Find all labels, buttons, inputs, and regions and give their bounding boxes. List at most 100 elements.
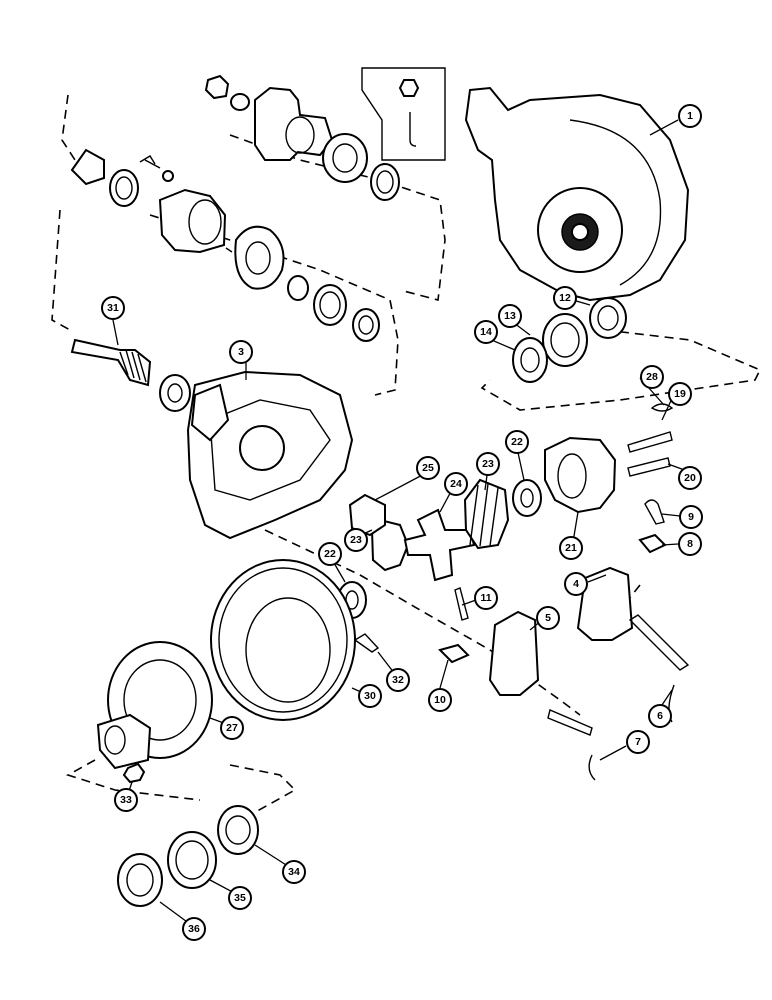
callout-label: 6 xyxy=(657,710,663,722)
callout-label: 12 xyxy=(559,292,571,304)
case-nut-33 xyxy=(122,762,146,784)
pinion-pilot-bearing xyxy=(159,374,191,412)
spacer-ring xyxy=(287,275,309,301)
lock-pin-11 xyxy=(454,587,469,621)
cap-bolt-6-upper xyxy=(628,614,690,671)
callout-31: 31 xyxy=(101,296,125,320)
callout-label: 35 xyxy=(234,892,246,904)
yoke-nut xyxy=(204,74,230,100)
drive-pinion-gear-teeth xyxy=(119,349,147,383)
callout-label: 33 xyxy=(120,794,132,806)
callout-32: 32 xyxy=(386,668,410,692)
differential-case-half xyxy=(544,436,617,514)
pinion-bearing-cone xyxy=(352,308,380,342)
bearing-cage-bore xyxy=(188,199,222,245)
pinion-gear-25 xyxy=(348,493,386,537)
case-flange-hub xyxy=(96,713,152,770)
side-bearing-cone-inner xyxy=(520,347,540,373)
case-bearing-cone-34 xyxy=(217,805,259,855)
pinion-bearing-cup-lower-inner xyxy=(319,291,341,319)
shim-pin xyxy=(225,247,233,253)
group-outline-case-bearings xyxy=(65,759,297,821)
callout-11: 11 xyxy=(474,586,498,610)
case-bolt-20 xyxy=(627,457,671,477)
group-outline-pinion-bearings xyxy=(51,209,399,396)
callout-label: 30 xyxy=(364,690,376,702)
adjusting-nut-36 xyxy=(117,853,163,907)
pinion-yoke xyxy=(254,86,334,161)
callout-28: 28 xyxy=(640,365,664,389)
drive-pinion-shaft xyxy=(70,338,152,387)
yoke-washer xyxy=(230,93,250,111)
callout-label: 27 xyxy=(226,722,238,734)
callout-23-left: 23 xyxy=(344,528,368,552)
callout-label: 14 xyxy=(480,326,492,338)
callout-5: 5 xyxy=(536,606,560,630)
callout-label: 19 xyxy=(674,388,686,400)
carrier-web xyxy=(209,399,331,501)
callout-20: 20 xyxy=(678,466,702,490)
callout-label: 8 xyxy=(687,538,693,550)
callout-label: 11 xyxy=(480,592,491,604)
callout-label: 1 xyxy=(687,110,693,122)
callout-8: 8 xyxy=(678,532,702,556)
callout-label: 7 xyxy=(635,736,641,748)
case-flange-hub-bore xyxy=(104,725,126,755)
carrier-bore xyxy=(239,425,285,471)
thrust-washer-right xyxy=(512,479,542,517)
lock-plate-10 xyxy=(438,643,470,664)
adjusting-nut-36-inner xyxy=(126,863,154,897)
shim-pack-bore xyxy=(245,241,271,275)
callout-22-right: 22 xyxy=(505,430,529,454)
lock-wire-7-lower xyxy=(588,754,596,781)
yoke-spline-bore xyxy=(285,116,315,154)
lock-pin-9 xyxy=(644,499,665,525)
callout-10: 10 xyxy=(428,688,452,712)
side-gear-right-teeth xyxy=(469,483,499,547)
pinion-bearing-cup-upper-inner xyxy=(115,176,133,200)
callout-label: 22 xyxy=(511,436,523,448)
callout-label: 31 xyxy=(107,302,119,314)
bearing-cap-4 xyxy=(576,566,634,641)
callout-36: 36 xyxy=(182,917,206,941)
callout-label: 24 xyxy=(450,478,462,490)
case-bearing-cup-35 xyxy=(167,831,217,889)
case-half-bore xyxy=(557,453,587,499)
seal-ring xyxy=(370,163,400,201)
oil-seal-outer xyxy=(322,133,368,183)
callout-22-left: 22 xyxy=(318,542,342,566)
retainer-bolt xyxy=(139,155,161,169)
callout-label: 23 xyxy=(482,458,494,470)
callout-33: 33 xyxy=(114,788,138,812)
callout-label: 34 xyxy=(288,866,300,878)
callout-34: 34 xyxy=(282,860,306,884)
seal-ring-inner xyxy=(376,170,394,194)
callout-12: 12 xyxy=(553,286,577,310)
spider-cross xyxy=(403,508,476,582)
callout-label: 21 xyxy=(565,542,577,554)
callout-label: 28 xyxy=(646,371,658,383)
callout-label: 4 xyxy=(573,578,579,590)
callout-27: 27 xyxy=(220,716,244,740)
bearing-cage xyxy=(158,188,227,254)
callout-label: 13 xyxy=(504,310,516,322)
pinion-pilot-bearing-inner xyxy=(167,383,183,403)
callout-label: 3 xyxy=(238,346,244,358)
callout-label: 22 xyxy=(324,548,336,560)
shim-pack xyxy=(234,225,285,290)
side-bearing-cup-inner xyxy=(550,322,580,358)
callout-label: 23 xyxy=(350,534,362,546)
case-bearing-cup-35-inner xyxy=(175,840,209,880)
pinion-bearing-cup-upper xyxy=(109,169,139,207)
inset-nut xyxy=(398,79,420,97)
ring-gear-teeth-housing xyxy=(569,119,662,286)
side-bearing-cone-upper xyxy=(589,297,627,339)
group-outline-upper-pinion xyxy=(61,94,446,302)
case-bearing-cone-34-inner xyxy=(225,815,251,845)
callout-1: 1 xyxy=(678,104,702,128)
cotter-pin-28 xyxy=(650,403,674,412)
callout-3: 3 xyxy=(229,340,253,364)
callout-label: 36 xyxy=(188,923,200,935)
ring-gear-bore xyxy=(245,597,331,703)
